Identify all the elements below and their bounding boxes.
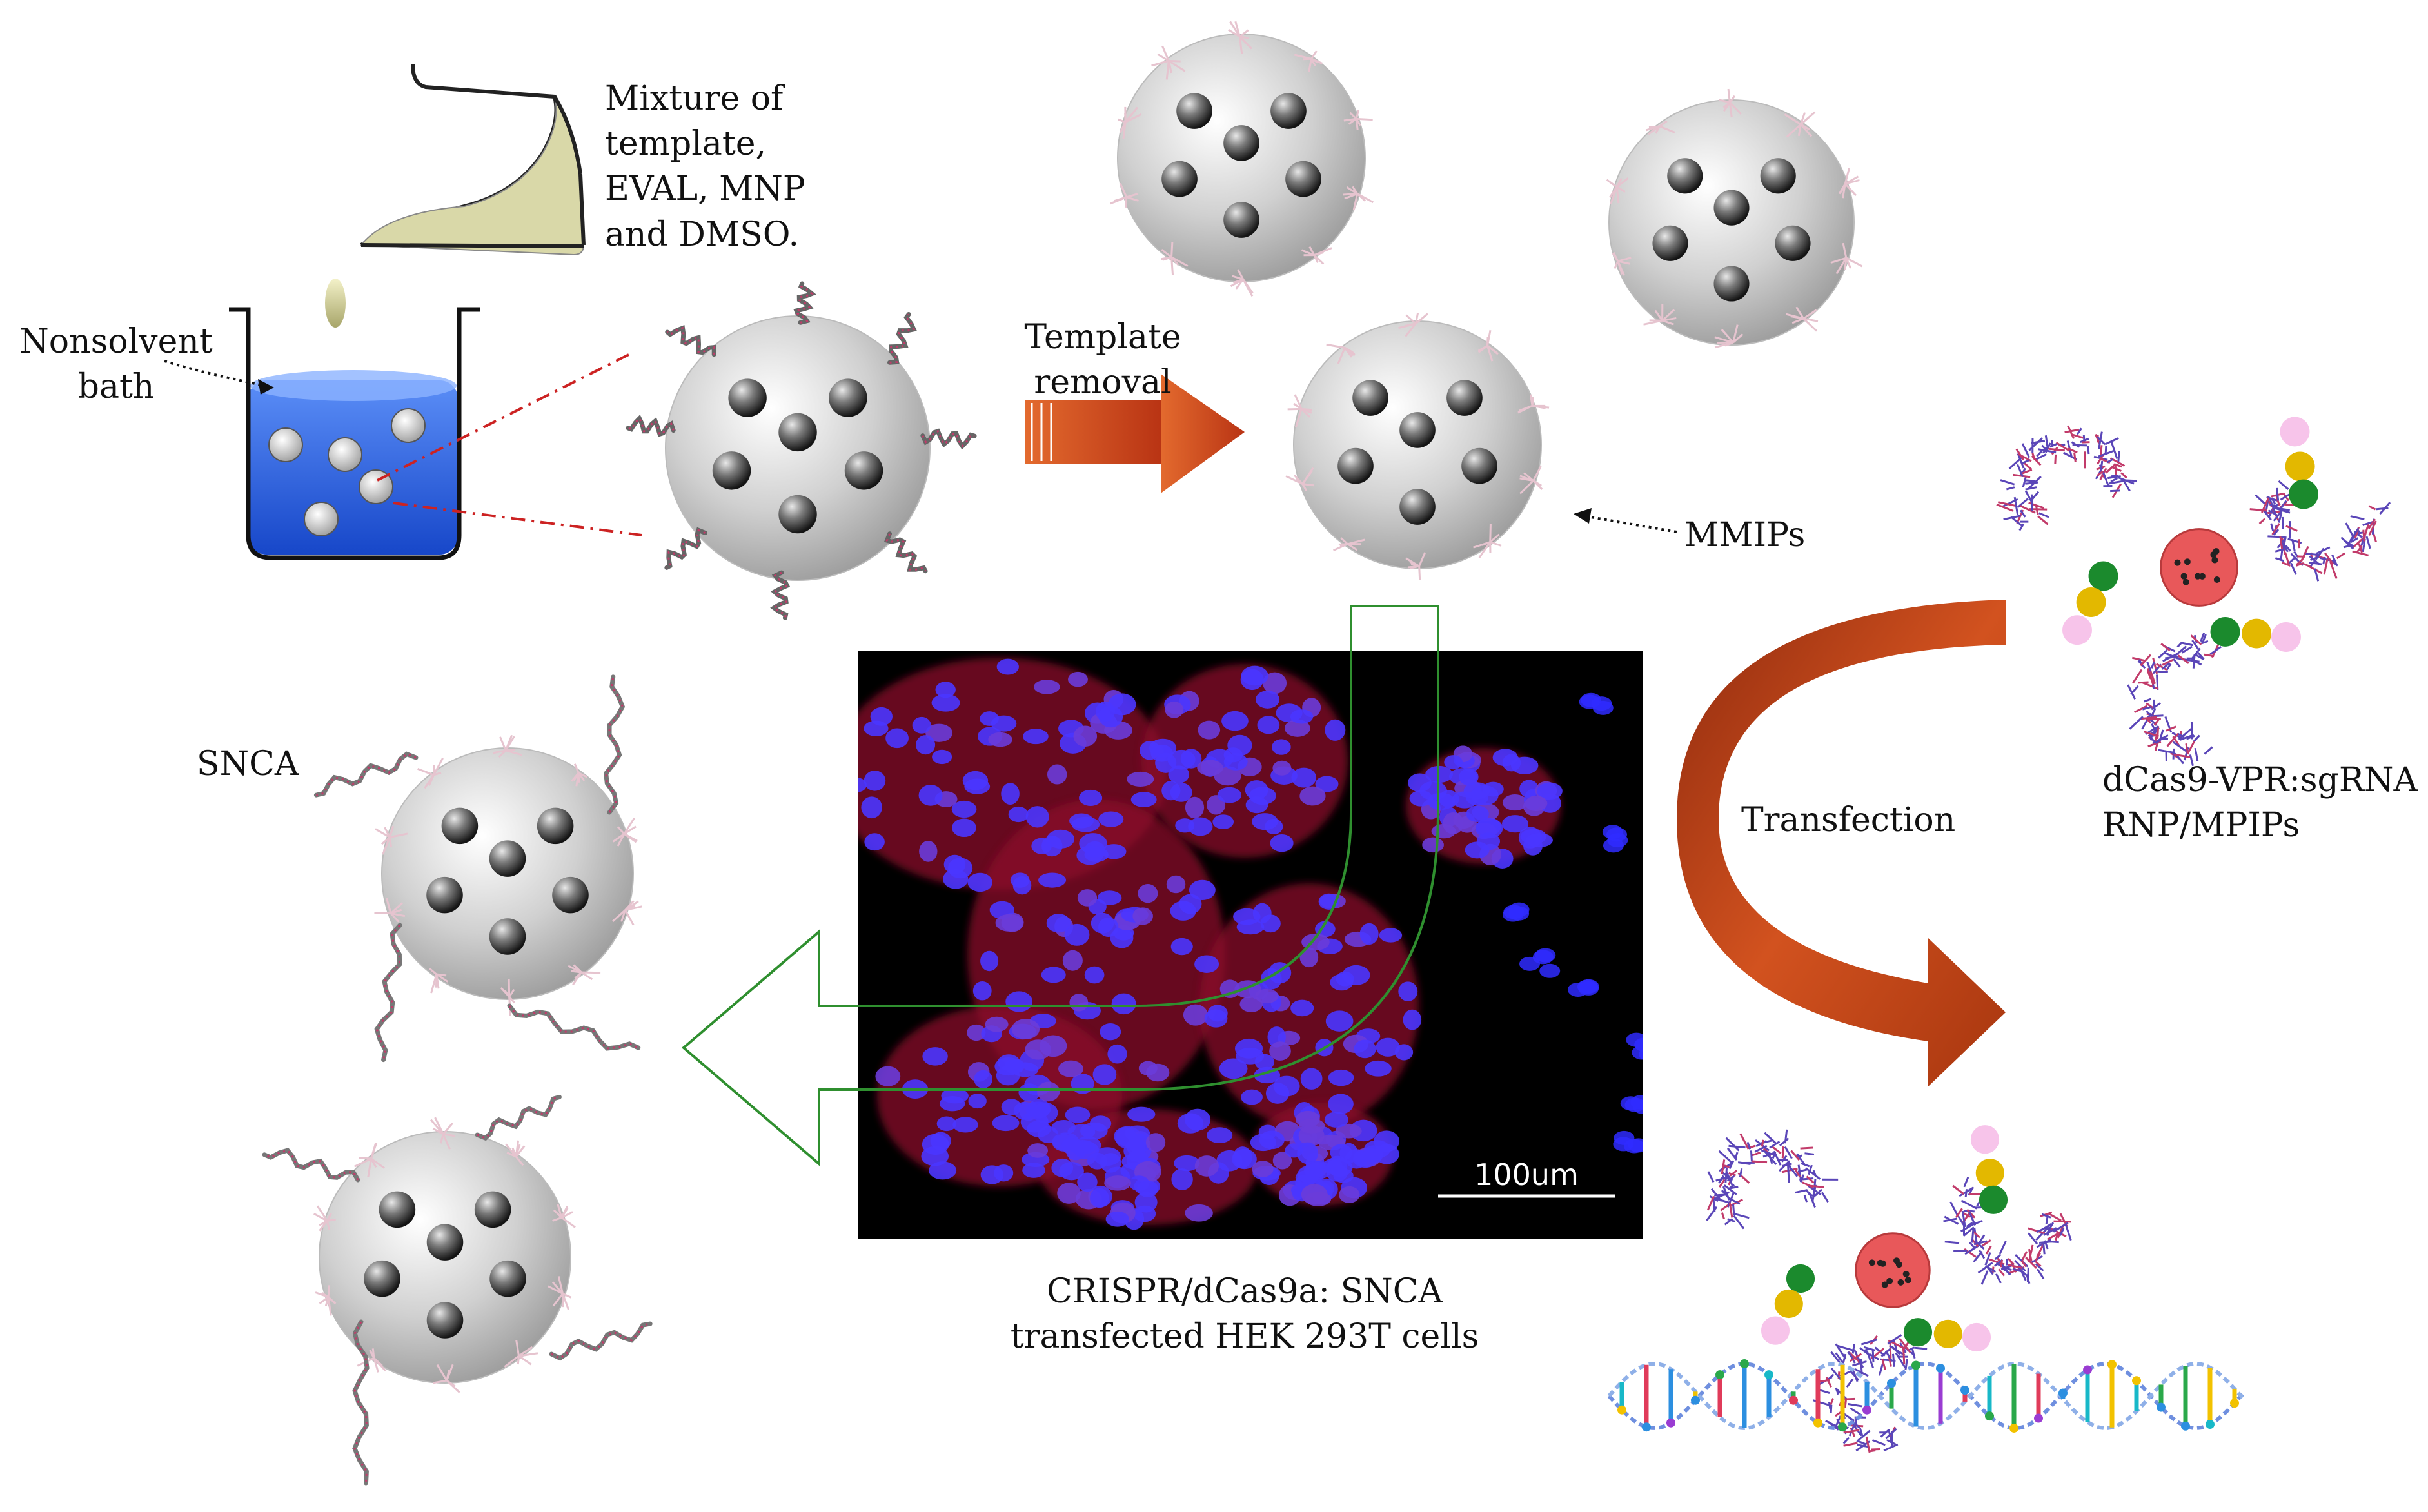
mmips-pointer <box>1583 516 1677 532</box>
mmip-bead <box>1110 21 1373 296</box>
mmip-bead <box>1286 313 1549 580</box>
mmip-bead <box>628 284 974 618</box>
label-snca: SNCA <box>197 741 299 787</box>
scale-bar-label: 100um <box>1474 1157 1579 1192</box>
label-rnp: dCas9-VPR:sgRNA RNP/MPIPs <box>2102 758 2418 848</box>
label-micrograph-caption: CRISPR/dCas9a: SNCA transfected HEK 293T… <box>922 1269 1567 1359</box>
pouring-vessel-icon <box>361 64 584 255</box>
label-mmips: MMIPs <box>1684 513 1805 558</box>
label-template-removal: Template removal <box>996 315 1209 405</box>
droplet-icon <box>325 279 346 328</box>
dna-helix <box>1609 1359 2244 1433</box>
fluorescence-micrograph: 100um <box>832 651 1659 1239</box>
rnp-complex <box>1997 417 2390 765</box>
mmip-bead <box>374 735 642 1016</box>
mmip-bead <box>1607 89 1862 348</box>
transfection-arrow <box>1677 600 2006 1086</box>
mmips-pointer-head <box>1574 508 1592 524</box>
label-mixture: Mixture of template, EVAL, MNP and DMSO. <box>605 76 805 257</box>
beaker-icon <box>229 309 480 558</box>
label-nonsolvent-bath: Nonsolvent bath <box>13 319 219 409</box>
label-transfection: Transfection <box>1741 798 1955 843</box>
rnp-layer <box>1707 417 2390 1452</box>
mmip-bead <box>314 1117 575 1392</box>
